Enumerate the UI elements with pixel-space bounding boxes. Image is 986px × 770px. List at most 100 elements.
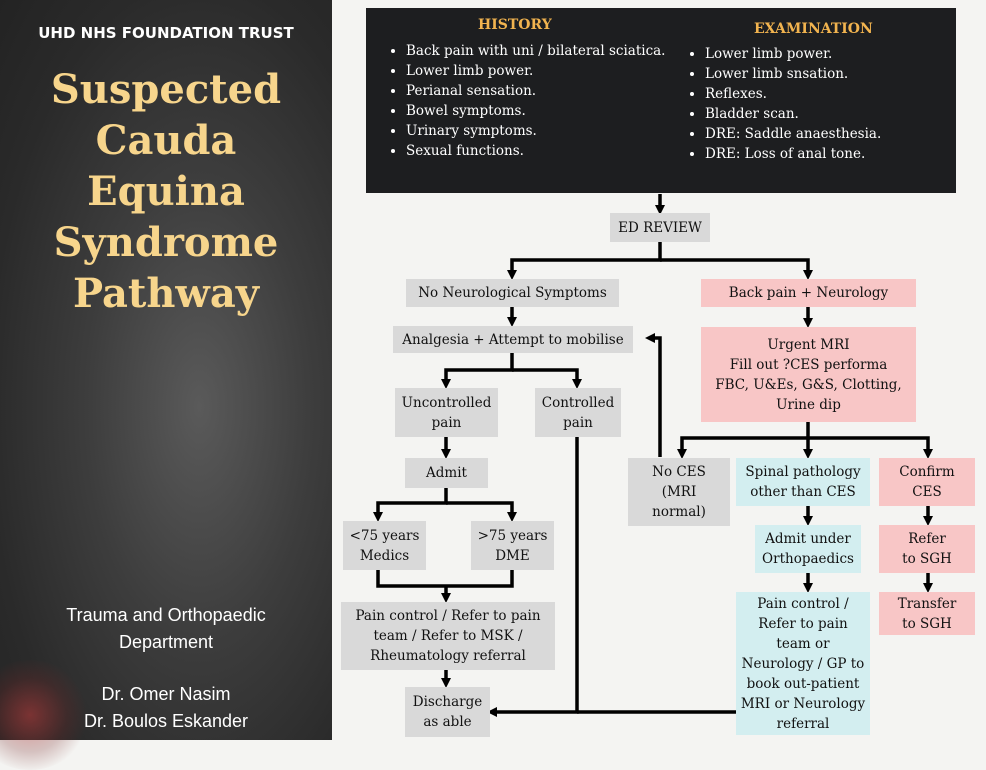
discharge-box: Discharge as able: [405, 687, 490, 737]
node-text: Pain control / Refer to pain: [355, 608, 541, 624]
node-text: (MRI: [661, 484, 697, 500]
connector: [487, 437, 579, 717]
node-text: Pain control /: [757, 595, 849, 612]
node-text: team / Refer to MSK /: [373, 628, 523, 644]
controlled-pain-box: Controlled pain: [535, 388, 621, 437]
node-text: Admit under: [765, 531, 851, 547]
node-text: Orthopaedics: [762, 551, 854, 567]
node-text: to SGH: [902, 615, 952, 632]
over-75-dme-box: >75 years DME: [471, 521, 554, 570]
node-text: team or: [776, 635, 830, 652]
examination-item: Bladder scan.: [705, 104, 965, 124]
title-line: Equina: [87, 168, 245, 215]
node-text: Controlled: [541, 394, 615, 411]
examination-item: Reflexes.: [705, 84, 965, 104]
node-text: MRI or Neurology: [740, 695, 866, 712]
analgesia-mobilise-box: Analgesia + Attempt to mobilise: [393, 326, 633, 353]
node-text: FBC, U&Es, G&S, Clotting,: [715, 376, 902, 393]
node-text: ED REVIEW: [618, 219, 702, 236]
transfer-sgh-box: Transfer to SGH: [879, 592, 975, 635]
history-item: Back pain with uni / bilateral sciatica.: [406, 41, 666, 61]
history-list: Back pain with uni / bilateral sciatica.…: [388, 41, 666, 161]
admit-orthopaedics-box: Admit under Orthopaedics: [755, 525, 861, 573]
node-text: Discharge: [412, 694, 483, 710]
refer-sgh-box: Refer to SGH: [879, 525, 975, 573]
node-text: No Neurological Symptoms: [418, 285, 607, 301]
department-line: Department: [118, 632, 214, 652]
urgent-mri-box: Urgent MRI Fill out ?CES performa FBC, U…: [701, 327, 916, 422]
uncontrolled-pain-box: Uncontrolled pain: [395, 388, 498, 437]
organization-name: UHD NHS FOUNDATION TRUST: [38, 24, 294, 42]
examination-heading: EXAMINATION: [754, 21, 873, 37]
connector: [660, 258, 813, 280]
node-text: to SGH: [902, 551, 952, 567]
title-line: Suspected: [50, 66, 282, 113]
connector: [645, 333, 662, 457]
node-text: Neurology / GP to: [741, 655, 865, 672]
node-text: Analgesia + Attempt to mobilise: [402, 331, 624, 348]
author-name: Dr. Omer Nasim: [101, 684, 231, 704]
node-text: normal): [652, 504, 706, 520]
node-text: Urgent MRI: [767, 336, 850, 353]
history-item: Sexual functions.: [406, 141, 666, 161]
history-examination-panel: HISTORY Back pain with uni / bilateral s…: [366, 8, 956, 193]
under-75-medics-box: <75 years Medics: [343, 521, 426, 570]
examination-list: Lower limb power. Lower limb snsation. R…: [687, 44, 965, 164]
node-text: Back pain + Neurology: [728, 285, 889, 301]
admit-box: Admit: [405, 458, 488, 488]
author-name: Dr. Boulos Eskander: [83, 711, 249, 731]
connector: [441, 353, 514, 389]
node-text: Urine dip: [776, 396, 841, 413]
connector: [808, 436, 933, 459]
examination-item: Lower limb power.: [705, 44, 965, 64]
title-line: Syndrome: [53, 219, 279, 266]
department-line: Trauma and Orthopaedic: [66, 605, 266, 625]
node-text: Admit: [426, 465, 467, 481]
node-text: other than CES: [750, 484, 856, 500]
spinal-pathology-box: Spinal pathology other than CES: [736, 458, 870, 506]
connector: [512, 368, 582, 389]
node-text: Medics: [359, 547, 410, 564]
history-item: Bowel symptoms.: [406, 101, 666, 121]
connector: [507, 242, 662, 280]
examination-item: DRE: Loss of anal tone.: [705, 144, 965, 164]
examination-item: Lower limb snsation.: [705, 64, 965, 84]
node-text: CES: [912, 484, 942, 500]
pathway-title: Suspected Cauda Equina Syndrome Pathway: [0, 64, 332, 319]
confirm-ces-box: Confirm CES: [879, 458, 975, 506]
pain-control-right-box: Pain control / Refer to pain team or Neu…: [736, 592, 870, 735]
title-line: Pathway: [72, 270, 260, 317]
node-text: pain: [563, 414, 593, 431]
no-neurological-symptoms-box: No Neurological Symptoms: [406, 279, 619, 307]
connector: [677, 422, 810, 459]
node-text: referral: [776, 715, 830, 732]
history-item: Lower limb power.: [406, 61, 666, 81]
node-text: DME: [495, 547, 530, 564]
authors: Dr. Omer Nasim Dr. Boulos Eskander: [0, 681, 332, 735]
node-text: Refer: [908, 531, 946, 547]
connector: [376, 570, 514, 588]
node-text: >75 years: [477, 527, 548, 544]
node-text: as able: [423, 714, 472, 730]
node-text: No CES: [652, 464, 706, 480]
history-item: Perianal sensation.: [406, 81, 666, 101]
node-text: pain: [431, 414, 462, 431]
node-text: Rheumatology referral: [370, 648, 526, 664]
node-text: book out-patient: [746, 675, 860, 692]
connector: [373, 488, 448, 522]
history-item: Urinary symptoms.: [406, 121, 666, 141]
department: Trauma and Orthopaedic Department: [0, 602, 332, 656]
node-text: Refer to pain: [758, 615, 848, 632]
node-text: Fill out ?CES performa: [729, 356, 888, 373]
node-text: Uncontrolled: [401, 394, 492, 411]
no-ces-box: No CES (MRI normal): [628, 458, 730, 526]
history-heading: HISTORY: [478, 17, 552, 33]
pain-control-left-box: Pain control / Refer to pain team / Refe…: [341, 602, 555, 670]
connector: [446, 501, 517, 522]
node-text: Spinal pathology: [745, 464, 861, 480]
sidebar-panel: UHD NHS FOUNDATION TRUST Suspected Cauda…: [0, 0, 332, 770]
examination-item: DRE: Saddle anaesthesia.: [705, 124, 965, 144]
flow-arrows: [373, 194, 933, 717]
back-pain-neurology-box: Back pain + Neurology: [701, 279, 916, 307]
title-line: Cauda: [95, 117, 237, 164]
